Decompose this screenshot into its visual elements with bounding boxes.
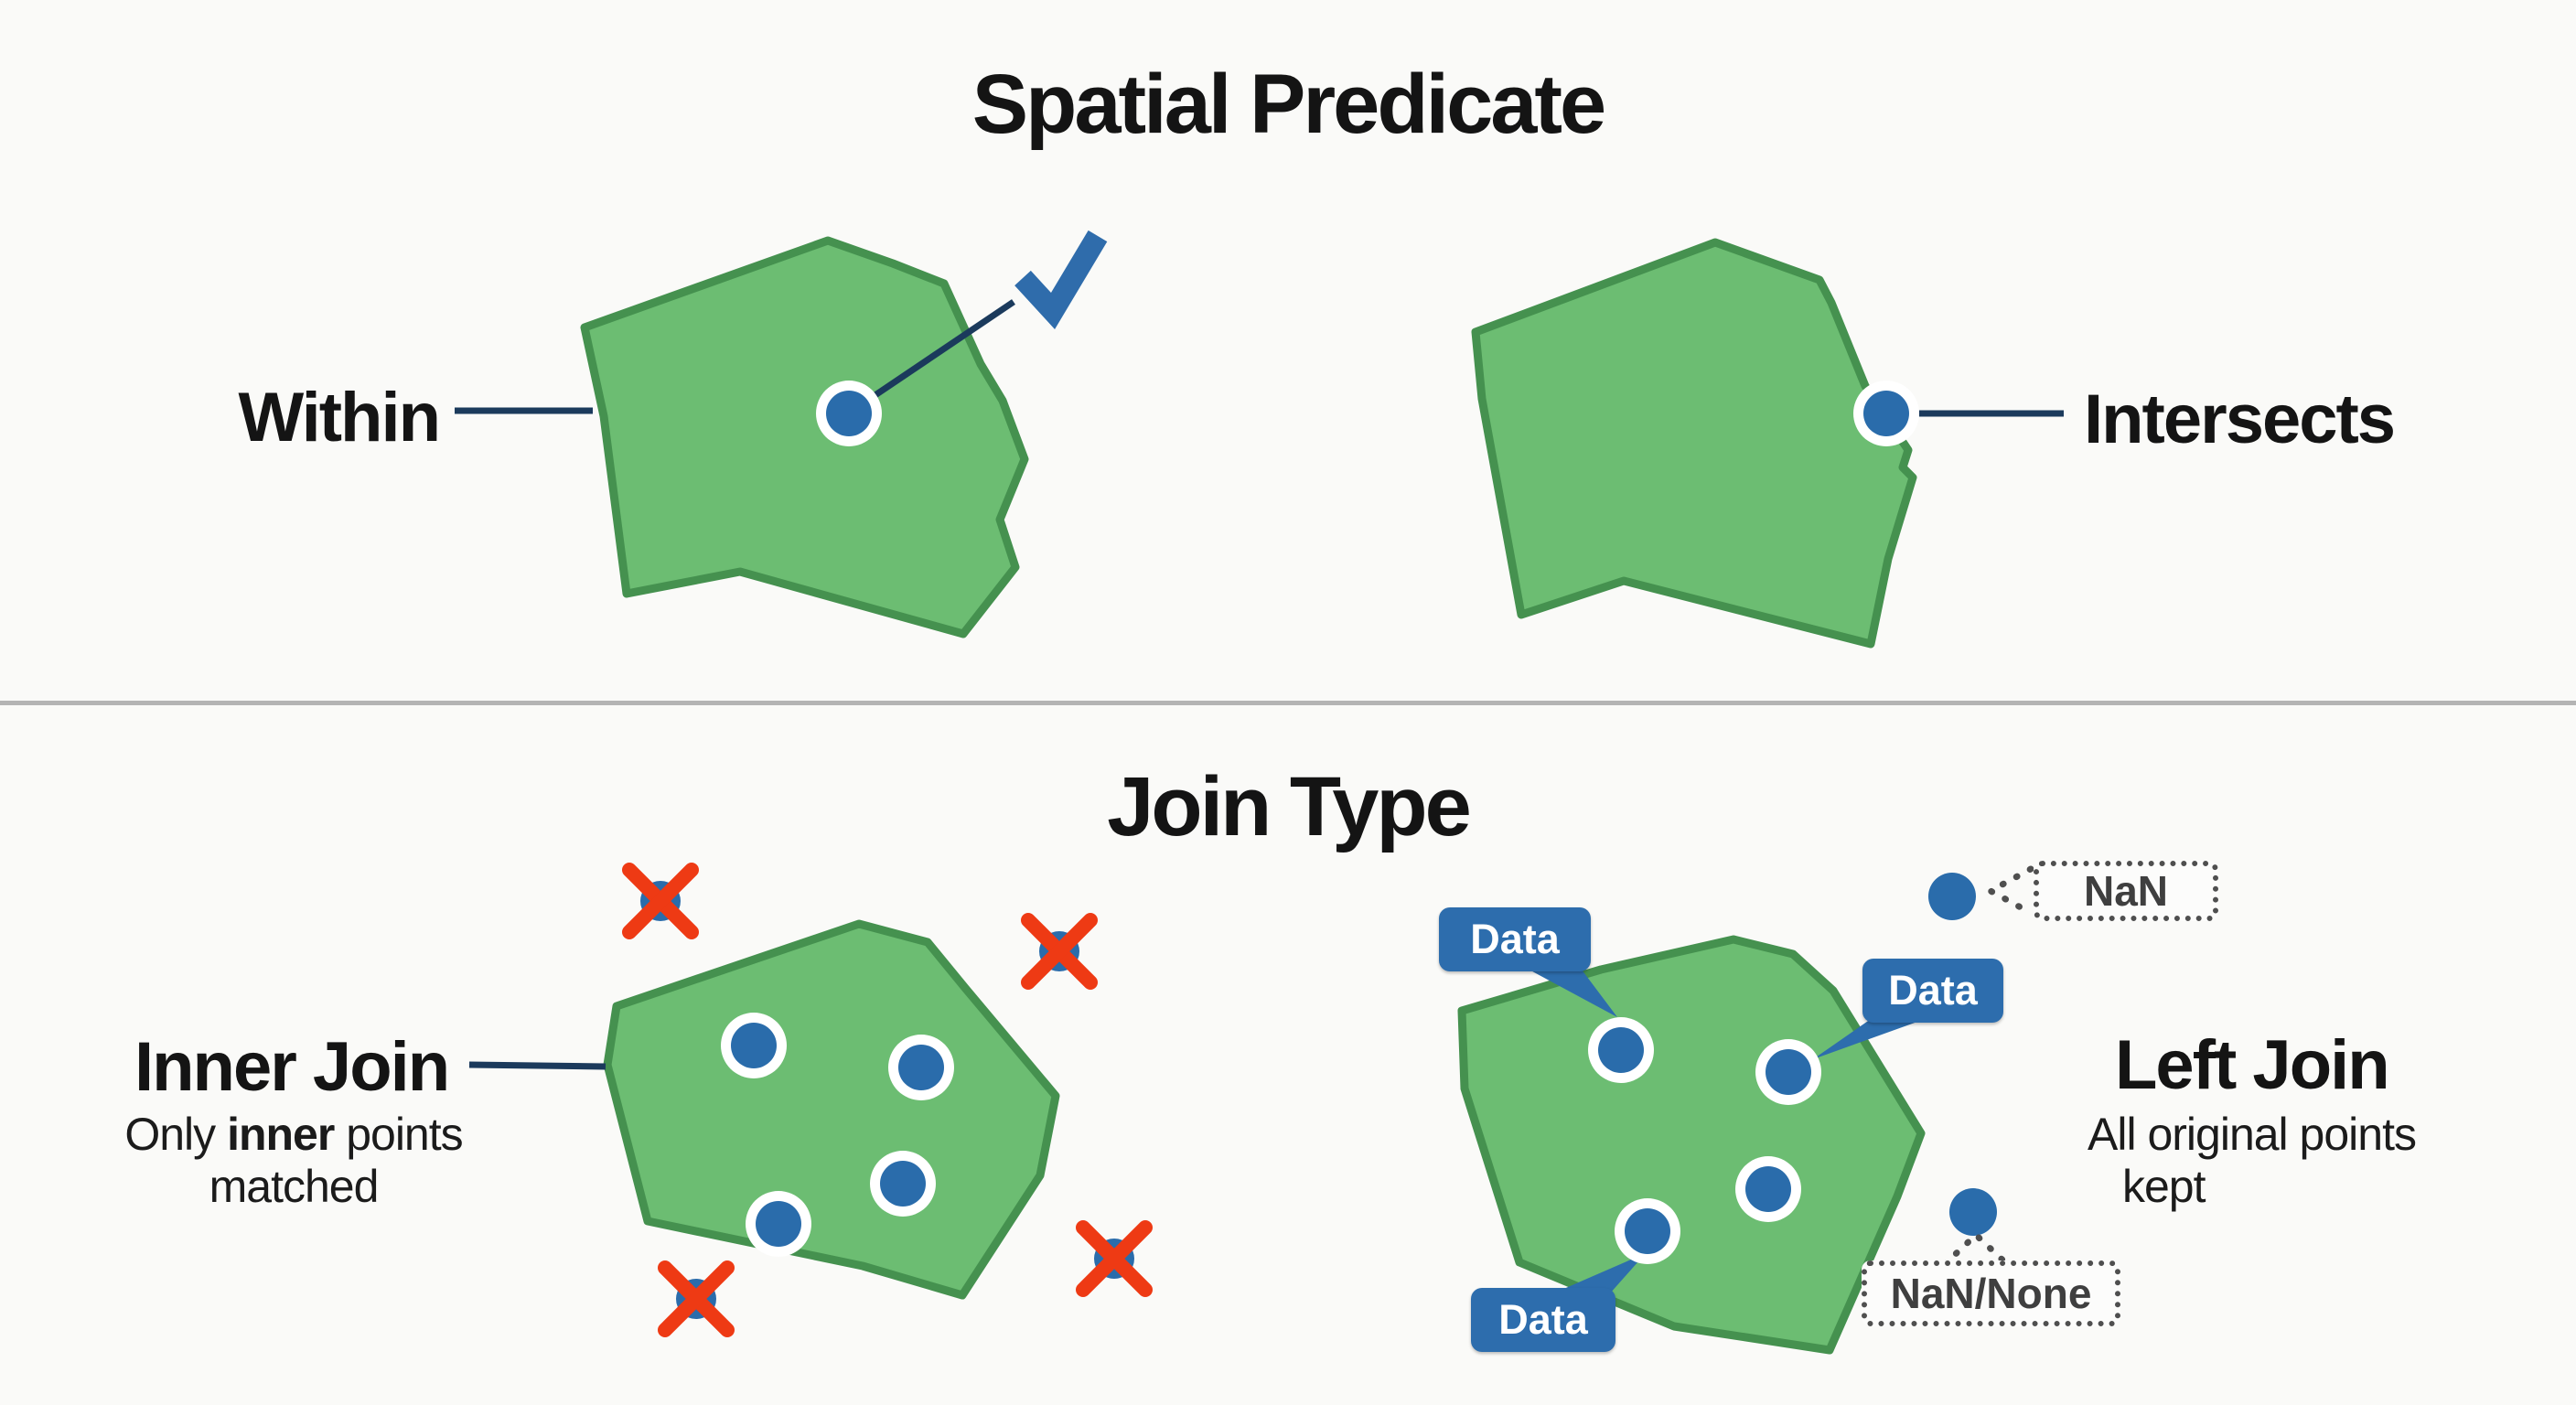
x-icon [1076, 1220, 1153, 1297]
left-join-subtitle-line1: All original points [2088, 1109, 2417, 1160]
x-icon [1021, 913, 1098, 990]
inner-join-point [721, 1013, 787, 1078]
connector-lines [455, 299, 2064, 1070]
polygons [580, 236, 1926, 1355]
within-point [816, 381, 882, 446]
data-badge: Data [1439, 907, 1591, 971]
unmatched-points [1928, 873, 1997, 1236]
inner-join-subtitle-line1: Only inner points [124, 1109, 463, 1160]
data-badge-tail [1522, 966, 1617, 1017]
nan-none-callout: NaN/None [1862, 1260, 2120, 1326]
nan-none-callout-tail [1941, 1230, 2011, 1268]
left-join-subtitle-line2: kept [2122, 1161, 2206, 1212]
nan-callout-tails [1941, 865, 2034, 1268]
left-join-subtitle: All original points kept [2088, 1109, 2472, 1213]
intersects-label: Intersects [2084, 381, 2396, 458]
left-join-point [1588, 1017, 1654, 1083]
within-label: Within [238, 379, 441, 456]
inner-join-point [870, 1151, 936, 1217]
rejected-point [658, 1260, 735, 1337]
data-badge-tail [1813, 1017, 1930, 1059]
rejected-points [622, 863, 1153, 1337]
data-badge: Data [1471, 1288, 1615, 1352]
intersects-polygon [1471, 238, 1917, 649]
left-join-label: Left Join [2115, 1026, 2390, 1104]
x-icon [658, 1260, 735, 1337]
nan-none-point [1949, 1188, 1997, 1236]
within-polygon [580, 236, 1029, 638]
left-join-point [1615, 1198, 1680, 1264]
inner-join-label: Inner Join [134, 1028, 450, 1106]
inner-join-point [746, 1191, 811, 1257]
left-join-point [1755, 1039, 1821, 1105]
inner-join-point [888, 1035, 954, 1100]
data-badge-tails [1522, 966, 1930, 1293]
inner-join-subtitle-line2: matched [209, 1161, 380, 1212]
nan-point [1928, 873, 1976, 920]
nan-callout-tail [1983, 865, 2034, 917]
inner-join-polygon [603, 919, 1060, 1300]
join-type-title: Join Type [1107, 760, 1472, 853]
inner-join-subtitle: Only inner points matched [108, 1109, 479, 1213]
section-divider [0, 701, 2576, 705]
x-icon [622, 863, 699, 939]
checkmark-icon [1014, 230, 1108, 329]
within-check-line [849, 299, 1015, 414]
rejected-point [1021, 913, 1098, 990]
data-badge: Data [1862, 959, 2003, 1023]
intersects-point [1853, 381, 1919, 446]
rejected-point [622, 863, 699, 939]
matched-points [721, 381, 1919, 1264]
left-join-polygon [1457, 935, 1926, 1355]
data-badge-tail [1553, 1253, 1646, 1293]
rejected-point [1076, 1220, 1153, 1297]
inner-join-connector-line [468, 1061, 606, 1070]
left-join-point [1735, 1156, 1801, 1222]
spatial-predicate-title: Spatial Predicate [971, 58, 1606, 151]
nan-callout: NaN [2034, 861, 2218, 921]
